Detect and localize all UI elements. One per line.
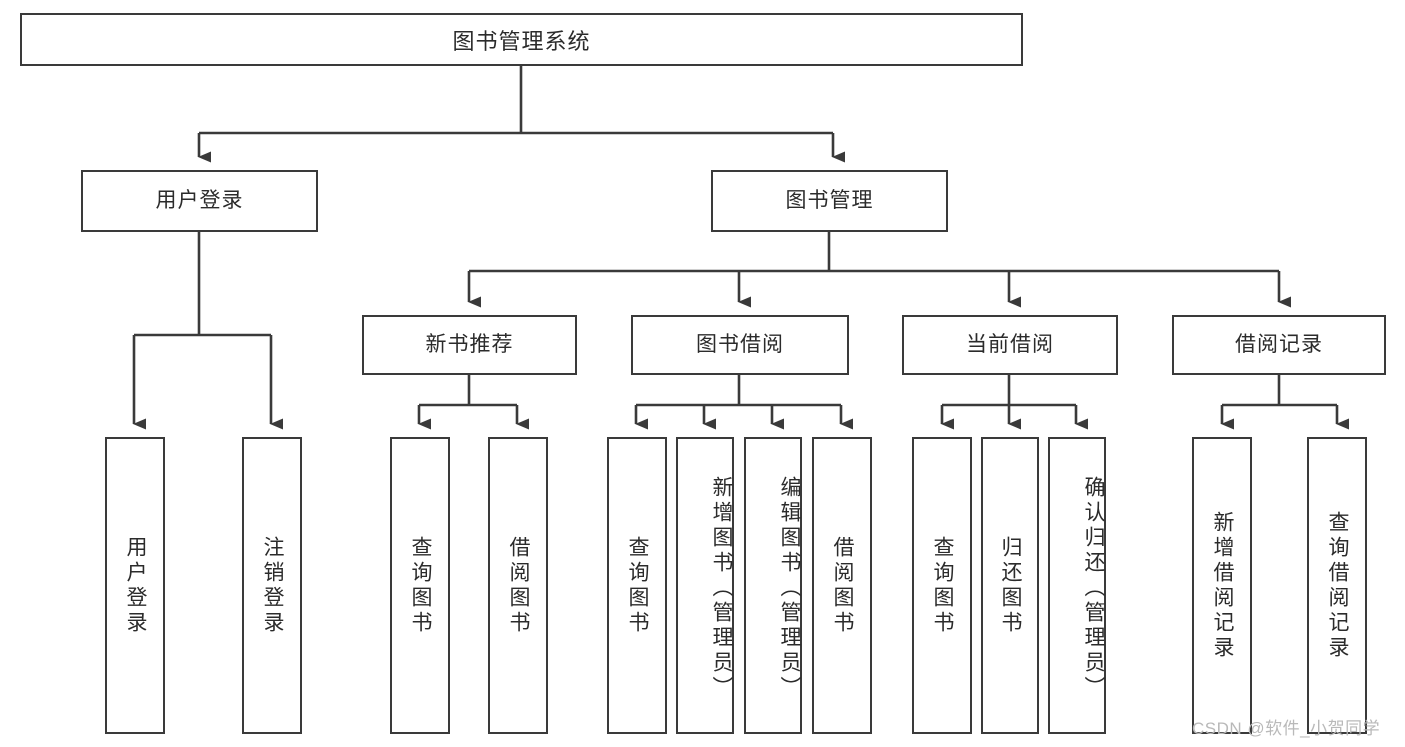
node-label: 图书管理系统 <box>452 28 591 54</box>
node-label: 查询图书 <box>626 535 650 636</box>
node-borrow-record[interactable]: 借阅记录 <box>1172 315 1386 375</box>
leaf-record-add-record[interactable]: 新增借阅记录 <box>1192 437 1252 734</box>
csdn-watermark: CSDN @软件_小贺同学 <box>1192 719 1381 738</box>
node-root-book-management-system[interactable]: 图书管理系统 <box>20 13 1023 66</box>
node-label: 借阅图书 <box>507 535 531 636</box>
node-label: 注销登录 <box>261 535 285 636</box>
node-label: 图书管理 <box>785 189 874 213</box>
leaf-recommend-borrow-book[interactable]: 借阅图书 <box>488 437 548 734</box>
leaf-current-confirm-return-admin[interactable]: 确认归还（管理员） <box>1048 437 1106 734</box>
node-label: 新书推荐 <box>425 333 514 357</box>
node-label: 借阅记录 <box>1235 333 1323 357</box>
node-label: 借阅图书 <box>831 535 855 636</box>
leaf-borrow-edit-book-admin[interactable]: 编辑图书（管理员） <box>744 437 802 734</box>
node-label: 编辑图书（管理员） <box>778 476 801 701</box>
node-user-login[interactable]: 用户登录 <box>81 170 318 232</box>
node-label: 归还图书 <box>999 535 1023 636</box>
node-label: 查询图书 <box>931 535 955 636</box>
node-label: 用户登录 <box>155 189 244 213</box>
node-label: 新增借阅记录 <box>1211 510 1235 661</box>
leaf-current-query-book[interactable]: 查询图书 <box>912 437 972 734</box>
node-book-borrow[interactable]: 图书借阅 <box>631 315 849 375</box>
node-label: 图书借阅 <box>696 333 784 357</box>
node-new-book-recommend[interactable]: 新书推荐 <box>362 315 577 375</box>
leaf-user-login-logout[interactable]: 注销登录 <box>242 437 302 734</box>
node-label: 新增图书（管理员） <box>710 476 733 701</box>
node-current-borrow[interactable]: 当前借阅 <box>902 315 1118 375</box>
leaf-current-return-book[interactable]: 归还图书 <box>981 437 1039 734</box>
node-book-management[interactable]: 图书管理 <box>711 170 948 232</box>
node-label: 查询借阅记录 <box>1326 510 1350 661</box>
node-label: 用户登录 <box>124 535 148 636</box>
leaf-recommend-query-book[interactable]: 查询图书 <box>390 437 450 734</box>
leaf-record-query-record[interactable]: 查询借阅记录 <box>1307 437 1367 734</box>
leaf-borrow-query-book[interactable]: 查询图书 <box>607 437 667 734</box>
leaf-borrow-borrow-book[interactable]: 借阅图书 <box>812 437 872 734</box>
node-label: 查询图书 <box>409 535 433 636</box>
node-label: 确认归还（管理员） <box>1082 476 1105 701</box>
leaf-borrow-add-book-admin[interactable]: 新增图书（管理员） <box>676 437 734 734</box>
leaf-user-login-login[interactable]: 用户登录 <box>105 437 165 734</box>
node-label: 当前借阅 <box>966 333 1054 357</box>
